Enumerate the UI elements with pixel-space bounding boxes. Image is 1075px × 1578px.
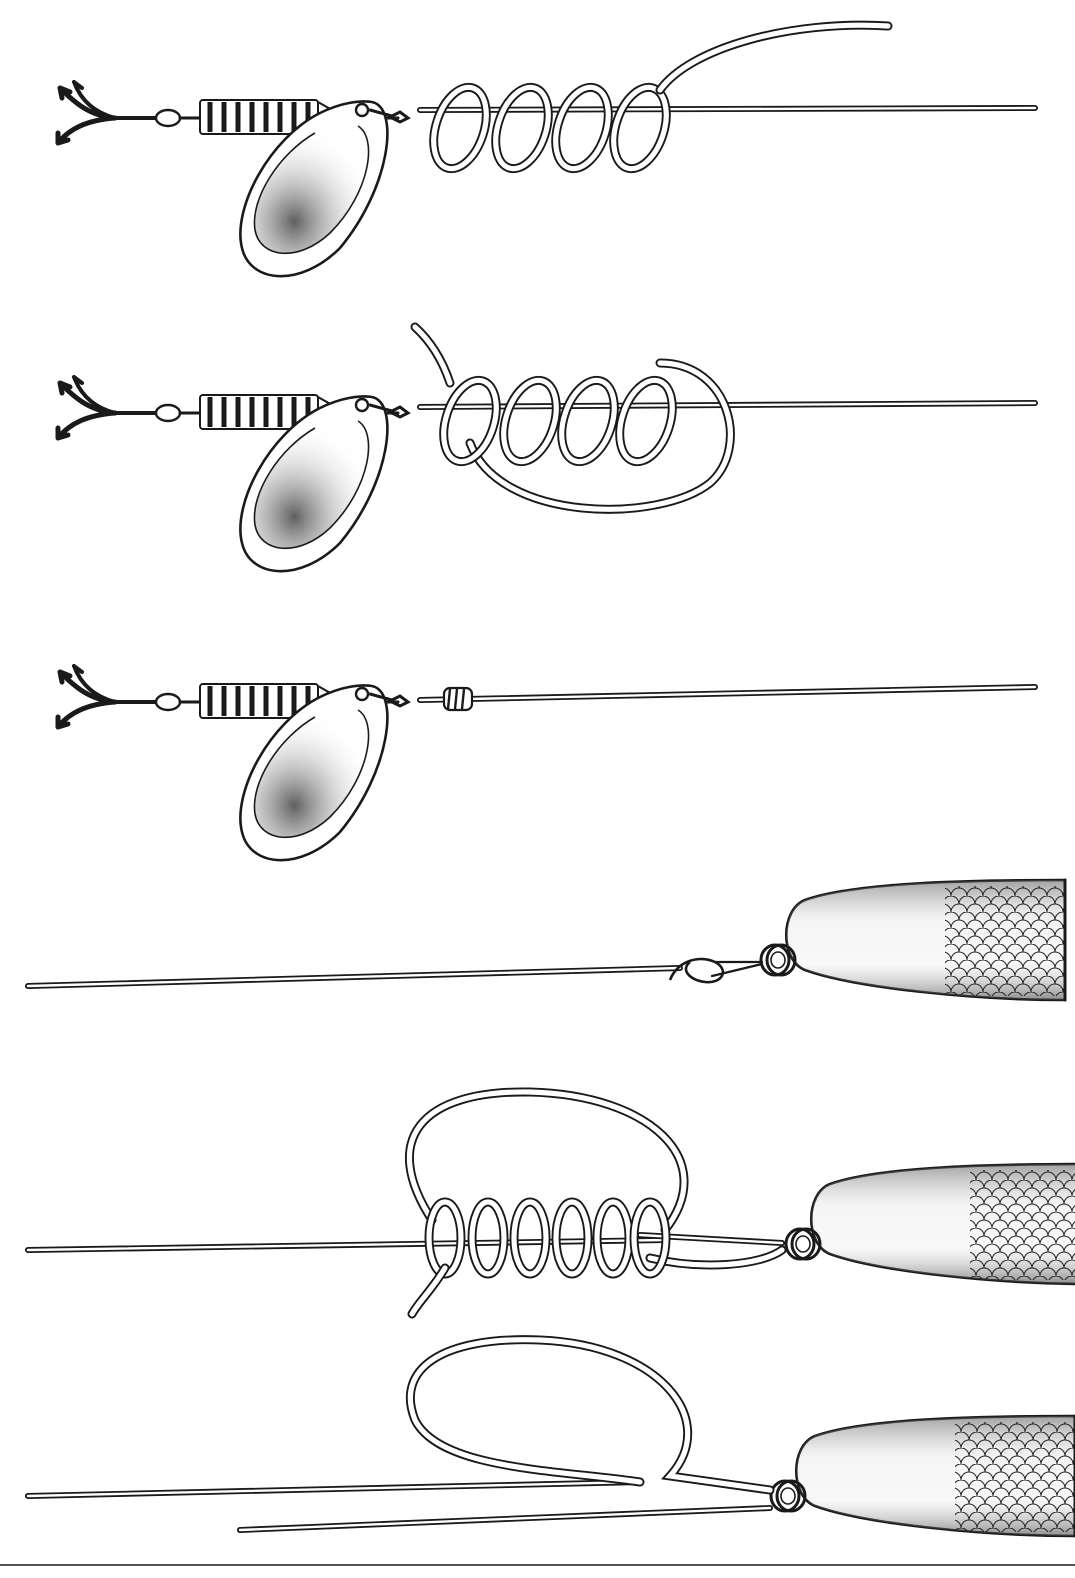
tightened-knot <box>670 959 762 982</box>
spoon-lure <box>786 1164 1075 1284</box>
panel-spoon-step-1 <box>28 880 1065 1000</box>
tightened-knot <box>444 688 472 710</box>
panel-spinner-step-3 <box>58 666 1035 860</box>
line-coils <box>424 81 676 176</box>
spoon-lure <box>771 1416 1075 1536</box>
spinner-lure <box>58 82 408 276</box>
panel-spinner-step-2 <box>58 327 1035 571</box>
line-coils <box>434 374 682 469</box>
panel-spoon-step-3 <box>28 1340 1075 1536</box>
spinner-lure <box>58 666 408 860</box>
line-coils <box>429 1202 666 1274</box>
panel-spinner-step-1 <box>58 25 1035 276</box>
spoon-lure <box>761 880 1065 1000</box>
panel-spoon-step-2 <box>28 1092 1075 1314</box>
spinner-lure <box>58 377 408 571</box>
